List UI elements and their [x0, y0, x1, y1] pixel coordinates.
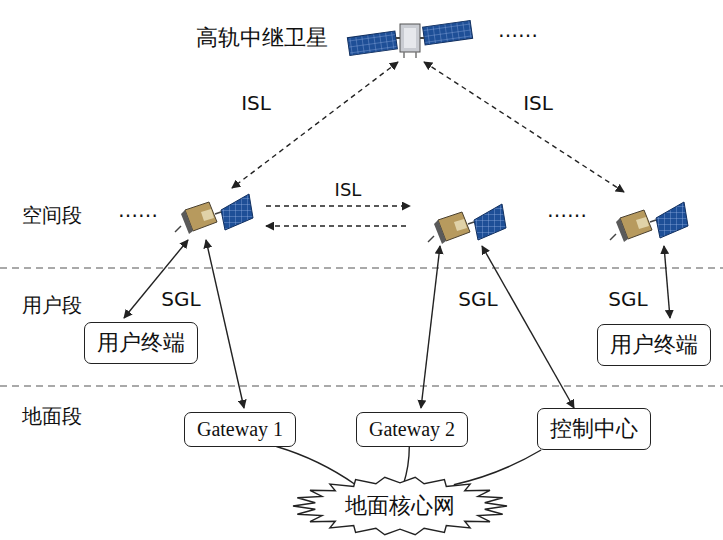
link-label: ISL — [521, 91, 555, 115]
entity-box: 用户终端 — [597, 324, 711, 366]
link-label: ISL — [239, 91, 273, 115]
link-label: SGL — [159, 287, 202, 311]
segment-label: 用户段 — [20, 293, 84, 317]
isl-link — [266, 205, 410, 206]
segment-divider — [0, 385, 723, 386]
leo-satellite — [175, 194, 253, 234]
isl-link — [232, 62, 398, 188]
satellite-label: 高轨中继卫星 — [194, 25, 330, 51]
node-text: 用户终端 — [97, 328, 185, 358]
link-label: SGL — [606, 287, 649, 311]
node-text: 用户终端 — [610, 330, 698, 360]
entity-box: 控制中心 — [537, 408, 651, 450]
network-cloud: 地面核心网 — [293, 477, 507, 535]
link-label: ISL — [333, 179, 364, 201]
isl-link — [424, 62, 624, 192]
network-link — [276, 447, 355, 485]
network-link — [403, 447, 409, 485]
geo-satellite — [347, 20, 472, 58]
segment-label: 地面段 — [20, 404, 84, 428]
ellipsis: …… — [116, 198, 160, 222]
network-link — [454, 450, 541, 485]
node-text: 地面核心网 — [345, 491, 455, 521]
entity-box: Gateway 1 — [184, 412, 296, 447]
ellipsis: …… — [545, 198, 589, 222]
isl-link — [266, 225, 410, 226]
segment-label: 空间段 — [20, 203, 84, 227]
link-label: SGL — [456, 287, 499, 311]
leo-satellite — [428, 204, 506, 244]
sgl-link — [664, 246, 670, 318]
entity-box: 用户终端 — [84, 322, 198, 364]
sgl-link — [482, 246, 574, 408]
node-text: Gateway 1 — [197, 418, 283, 441]
sgl-link — [206, 240, 244, 408]
entity-box: Gateway 2 — [356, 412, 468, 447]
sgl-link — [421, 246, 440, 408]
segment-divider — [0, 267, 723, 268]
leo-satellite — [610, 202, 688, 242]
node-text: 控制中心 — [550, 414, 638, 444]
ellipsis: …… — [496, 18, 540, 42]
node-text: Gateway 2 — [369, 418, 455, 441]
